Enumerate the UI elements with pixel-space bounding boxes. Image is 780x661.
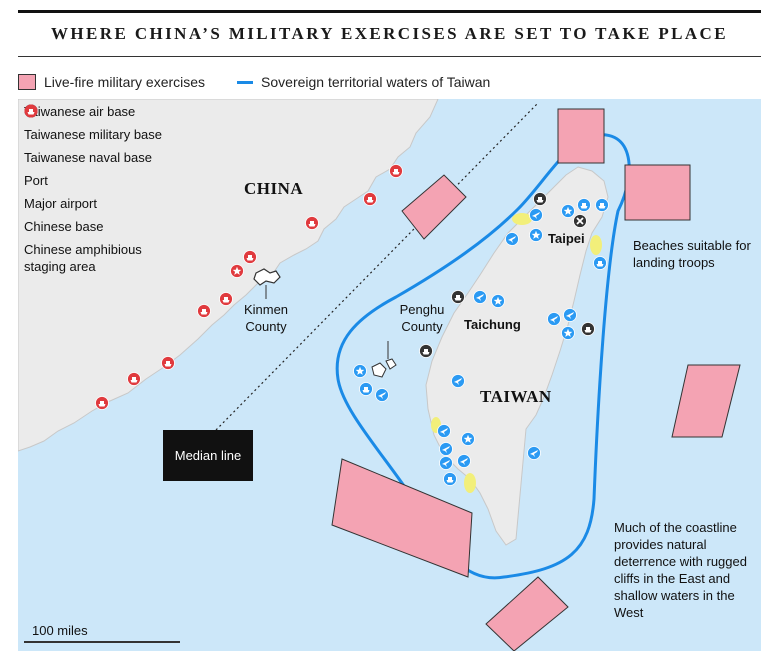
top-legend: Live-fire military exercises Sovereign t…	[18, 70, 490, 94]
airport-marker-icon	[573, 214, 587, 228]
naval-marker-icon	[95, 396, 109, 410]
beach-northwest	[512, 213, 532, 225]
legend-item-port: Port	[24, 104, 162, 189]
beach-southwest	[464, 473, 476, 493]
legend-item-major-airport: Major airport	[24, 104, 162, 212]
air-base-marker-icon	[547, 312, 561, 326]
legend-label-port: Port	[24, 173, 48, 188]
territorial-waters-line-icon	[237, 80, 254, 84]
legend-item-chinese-base: Chinese base	[24, 104, 162, 235]
top-rule	[18, 10, 761, 13]
taichung-label: Taichung	[464, 317, 521, 332]
air-base-marker-icon	[505, 232, 519, 246]
base-marker-icon	[529, 228, 543, 242]
map-panel: Taiwanese air base Taiwanese military ba…	[18, 99, 761, 651]
exercise-zone-south	[485, 576, 569, 651]
naval-marker-icon	[219, 292, 233, 306]
naval-marker-icon	[363, 192, 377, 206]
legend-label-chinese-amphibious-staging: Chinese amphibious staging area	[24, 242, 142, 274]
median-line-label: Median line	[163, 430, 253, 481]
exercise-zone-northwest	[401, 174, 467, 240]
naval-marker-icon	[581, 322, 595, 336]
legend-item-air-base: Taiwanese air base	[24, 103, 162, 120]
exercise-zone-north	[557, 108, 605, 164]
naval-marker-icon	[389, 164, 403, 178]
naval-marker-icon	[305, 216, 319, 230]
marker-legend: Taiwanese air base Taiwanese military ba…	[24, 103, 162, 281]
legend-label-chinese-base: Chinese base	[24, 219, 104, 234]
page-title: WHERE CHINA’S MILITARY EXERCISES ARE SET…	[51, 24, 728, 43]
naval-marker-icon	[595, 198, 609, 212]
scale-bar	[24, 641, 180, 643]
chinese-amphibious-staging-icon	[24, 104, 38, 118]
legend-item-chinese-amphibious-staging: Chinese amphibious staging area	[24, 104, 162, 275]
median-line	[215, 102, 539, 431]
title-divider	[18, 56, 761, 57]
air-base-marker-icon	[529, 208, 543, 222]
china-label: CHINA	[244, 179, 304, 198]
live-fire-swatch-icon	[18, 74, 36, 90]
naval-marker-icon	[593, 256, 607, 270]
air-base-marker-icon	[473, 290, 487, 304]
air-base-marker-icon	[439, 456, 453, 470]
taiwan-island	[425, 166, 609, 546]
naval-marker-icon	[419, 344, 433, 358]
base-marker-icon	[561, 204, 575, 218]
coastline-note: Much of the coastline provides natural d…	[614, 520, 747, 620]
taipei-label: Taipei	[548, 231, 585, 246]
base-marker-icon	[461, 432, 475, 446]
kinmen-county-label: Kinmen County	[243, 302, 289, 334]
base-marker-icon	[353, 364, 367, 378]
naval-marker-icon	[451, 290, 465, 304]
naval-marker-icon	[443, 472, 457, 486]
scale-bar-label: 100 miles	[32, 623, 88, 638]
exercise-zone-east	[671, 364, 741, 438]
base-marker-icon	[491, 294, 505, 308]
live-fire-zones	[331, 108, 741, 651]
naval-marker-icon	[243, 250, 257, 264]
naval-marker-icon	[533, 192, 547, 206]
kinmen-island	[253, 268, 281, 286]
penghu-islands	[371, 358, 397, 378]
legend-label-military-base: Taiwanese military base	[24, 127, 163, 142]
air-base-marker-icon	[437, 424, 451, 438]
legend-item-military-base: Taiwanese military base	[24, 104, 163, 143]
beach-northeast	[590, 235, 602, 255]
naval-marker-icon	[197, 304, 211, 318]
air-base-marker-icon	[439, 442, 453, 456]
legend-label-air-base: Taiwanese air base	[24, 104, 136, 119]
air-base-marker-icon	[527, 446, 541, 460]
air-base-marker-icon	[451, 374, 465, 388]
territorial-waters-legend-label: Sovereign territorial waters of Taiwan	[261, 74, 491, 90]
air-base-marker-icon	[563, 308, 577, 322]
legend-label-naval-base: Taiwanese naval base	[24, 150, 152, 165]
base-marker-icon	[230, 264, 244, 278]
exercise-zone-northeast	[624, 164, 691, 221]
taiwan-label: TAIWAN	[480, 387, 552, 406]
naval-marker-icon	[577, 198, 591, 212]
map-canvas	[18, 99, 761, 651]
naval-marker-icon	[359, 382, 373, 396]
base-marker-icon	[561, 326, 575, 340]
naval-marker-icon	[161, 356, 175, 370]
air-base-marker-icon	[375, 388, 389, 402]
exercise-zone-southwest	[331, 458, 473, 578]
naval-marker-icon	[127, 372, 141, 386]
live-fire-legend-label: Live-fire military exercises	[44, 74, 206, 90]
beaches	[431, 213, 602, 493]
legend-label-major-airport: Major airport	[24, 196, 97, 211]
legend-item-naval-base: Taiwanese naval base	[24, 104, 162, 166]
air-base-marker-icon	[457, 454, 471, 468]
beaches-label: Beaches suitable for landing troops	[633, 238, 751, 270]
penghu-county-label: Penghu County	[399, 302, 445, 334]
